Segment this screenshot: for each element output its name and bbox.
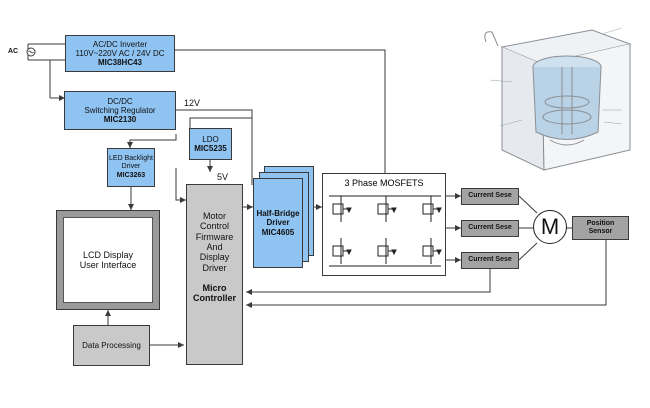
- inverter-line2: 110V~220V AC / 24V DC: [75, 48, 165, 58]
- led-backlight-driver-block: LED Backlight Driver MIC3263: [107, 148, 155, 187]
- controller-title1: Micro: [202, 283, 227, 294]
- position-sensor-line2: Sensor: [588, 228, 613, 235]
- current-sense-label: Current Sese: [468, 224, 512, 232]
- current-sense-block: Current Sese: [461, 220, 519, 237]
- half-bridge-driver-block: Half-Bridge Driver MIC4605: [253, 178, 303, 268]
- controller-line4: And: [206, 242, 223, 253]
- rail-5v-label: 5V: [217, 172, 229, 182]
- motor-icon: M: [533, 210, 567, 244]
- controller-line1: Motor: [202, 211, 226, 221]
- mosfets-title: 3 Phase MOSFETS: [344, 178, 424, 188]
- data-processing-label: Data Processing: [82, 340, 141, 350]
- position-sensor-block: Position Sensor: [572, 216, 629, 240]
- mosfet-transistors-icon: [329, 195, 442, 267]
- washing-machine-illustration: [484, 27, 632, 171]
- ldo-part: MIC5235: [194, 144, 227, 153]
- controller-line2: Control: [199, 221, 229, 232]
- regulator-line1: DC/DC: [107, 96, 133, 106]
- ldo-block: LDO MIC5235: [189, 128, 232, 160]
- controller-line5: Display: [199, 252, 230, 263]
- backlight-part: MIC3263: [116, 171, 146, 179]
- lcd-display-frame: LCD Display User Interface: [56, 210, 160, 310]
- inverter-part: MIC38HC43: [97, 58, 142, 68]
- controller-line6: Driver: [202, 262, 227, 273]
- controller-title2: Controller: [192, 293, 236, 304]
- regulator-part: MIC2130: [103, 115, 137, 125]
- lcd-line2: User Interface: [79, 260, 137, 270]
- motor-label: M: [540, 214, 560, 240]
- controller-line3: Firmware: [195, 231, 234, 242]
- half-bridge-line1: Half-Bridge: [256, 209, 300, 219]
- current-sense-block: Current Sese: [461, 188, 519, 205]
- rail-12v-label: 12V: [184, 98, 201, 108]
- lcd-line1: LCD Display: [82, 249, 133, 260]
- position-sensor-line1: Position: [586, 219, 615, 227]
- ldo-line1: LDO: [202, 134, 219, 144]
- lcd-display-screen: LCD Display User Interface: [63, 217, 153, 303]
- dcdc-regulator-block: DC/DC Switching Regulator MIC2130: [64, 91, 176, 130]
- half-bridge-line2: Driver: [266, 218, 290, 228]
- regulator-line2: Switching Regulator: [84, 105, 156, 115]
- ac-source-label: AC: [8, 48, 19, 55]
- acdc-inverter-block: AC/DC Inverter 110V~220V AC / 24V DC MIC…: [65, 35, 175, 72]
- inverter-line1: AC/DC Inverter: [92, 39, 148, 49]
- backlight-line1: LED Backlight: [109, 155, 153, 163]
- current-sense-label: Current Sese: [468, 256, 512, 264]
- data-processing-block: Data Processing: [73, 325, 150, 366]
- half-bridge-part: MIC4605: [261, 227, 295, 237]
- current-sense-label: Current Sese: [468, 192, 512, 200]
- backlight-line2: Driver: [121, 163, 141, 171]
- mosfets-block: 3 Phase MOSFETS: [322, 173, 446, 276]
- micro-controller-block: Motor Control Firmware And Display Drive…: [186, 184, 243, 365]
- current-sense-block: Current Sese: [461, 252, 519, 269]
